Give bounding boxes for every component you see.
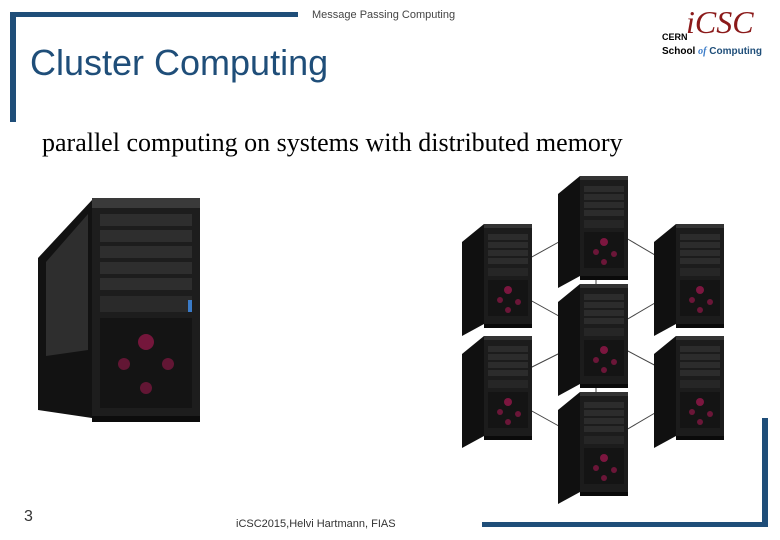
- logo-of: of: [698, 46, 707, 57]
- page-number: 3: [24, 508, 33, 525]
- right-accent-bar: [762, 418, 768, 526]
- slide-title: Cluster Computing: [30, 42, 329, 83]
- cluster-node: [654, 224, 724, 336]
- cluster-node: [654, 336, 724, 448]
- header-topic: Message Passing Computing: [312, 9, 456, 21]
- icsc-logo: iCSC CERN School of Computing: [662, 4, 774, 64]
- logo-school-line: School of Computing: [662, 46, 762, 57]
- cluster-node: [462, 224, 532, 336]
- single-computer: [38, 198, 200, 422]
- header-rule: [10, 12, 298, 17]
- cluster-node: [558, 284, 628, 396]
- left-accent-bar: [10, 12, 16, 122]
- cluster-node: [558, 176, 628, 288]
- cluster-node: [462, 336, 532, 448]
- footer-credit: iCSC2015,Helvi Hartmann, FIAS: [236, 518, 396, 530]
- bottom-accent-bar: [482, 522, 768, 527]
- logo-brand: iCSC: [686, 4, 754, 40]
- slide-subtitle: parallel computing on systems with distr…: [42, 128, 623, 157]
- cluster-node: [558, 392, 628, 504]
- logo-cern: CERN: [662, 32, 688, 42]
- logo-school: School: [662, 46, 696, 57]
- logo-computing: Computing: [709, 46, 763, 57]
